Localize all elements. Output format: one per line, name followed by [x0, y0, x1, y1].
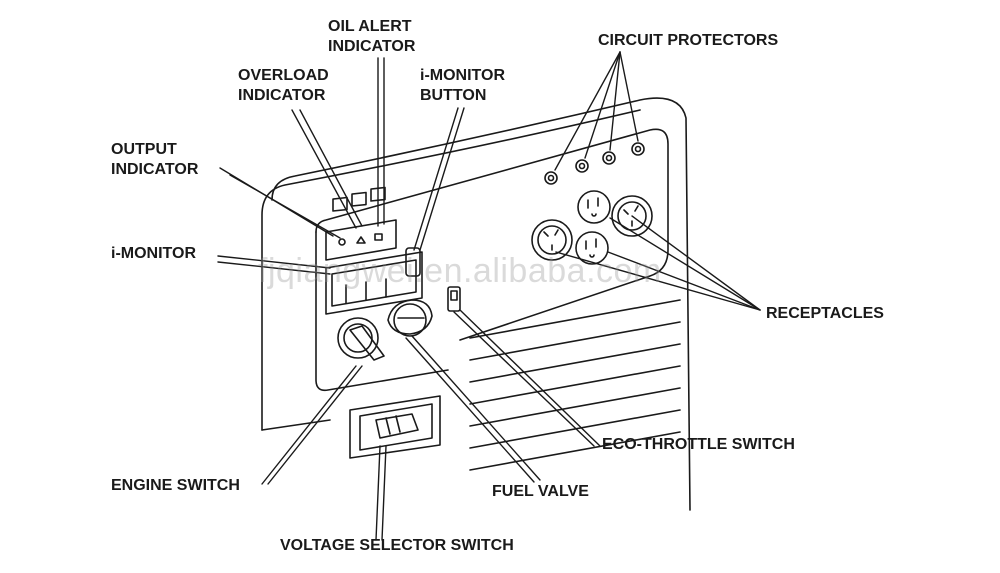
- leader-receptacles-1: [631, 215, 761, 311]
- leader-fuel-valve-2: [405, 337, 535, 483]
- engine-switch-label: ENGINE SWITCH: [111, 477, 240, 494]
- receptacle-twist-lock-right[interactable]: [611, 195, 653, 237]
- leader-voltage-selector-2: [375, 445, 381, 541]
- louver-vents: [469, 299, 681, 471]
- leader-receptacles-4: [555, 251, 761, 311]
- output-indicator-label-line2: INDICATOR: [111, 161, 199, 178]
- circuit-protector[interactable]: [631, 142, 645, 156]
- overload-indicator-label-line1: OVERLOAD: [238, 67, 329, 84]
- leader-circuit-protectors-2: [584, 51, 621, 159]
- leader-circuit-protectors-4: [619, 51, 639, 142]
- circuit-protector[interactable]: [602, 151, 616, 165]
- imonitor-label: i-MONITOR: [111, 245, 197, 262]
- leader-overload-indicator-2: [299, 109, 363, 227]
- leader-engine-switch-2: [261, 365, 357, 485]
- receptacles-label: RECEPTACLES: [766, 305, 884, 322]
- circuit-protector[interactable]: [544, 171, 558, 185]
- leader-overload-indicator: [291, 109, 357, 229]
- output-indicator-lamp: [374, 233, 383, 241]
- leader-engine-switch: [267, 365, 363, 485]
- imonitor-button[interactable]: [405, 247, 421, 277]
- leader-eco-throttle-2: [453, 311, 595, 447]
- eco-throttle-switch[interactable]: [447, 286, 461, 312]
- oil-alert-indicator-label-line1: OIL ALERT: [328, 18, 412, 35]
- voltage-selector-switch-label: VOLTAGE SELECTOR SWITCH: [280, 537, 514, 554]
- receptacle-duplex-top[interactable]: [577, 190, 611, 224]
- leader-output-indicator-2: [229, 174, 341, 239]
- eco-throttle-switch-label: ECO-THROTTLE SWITCH: [602, 436, 795, 453]
- leader-circuit-protectors-3: [609, 51, 621, 151]
- overload-indicator-lamp: [338, 238, 346, 246]
- leader-imonitor-button-2: [419, 107, 465, 251]
- circuit-protectors-label: CIRCUIT PROTECTORS: [598, 32, 779, 49]
- fuel-valve-label: FUEL VALVE: [492, 483, 589, 500]
- watermark-text: fjqiangwei.en.alibaba.com: [258, 252, 662, 290]
- overload-indicator-label-line2: INDICATOR: [238, 87, 326, 104]
- oil-alert-indicator-lamp: [356, 236, 366, 244]
- leader-imonitor: [217, 255, 331, 269]
- imonitor-display: [325, 251, 423, 315]
- imonitor-button-label-line2: BUTTON: [420, 87, 487, 104]
- circuit-protector[interactable]: [575, 159, 589, 173]
- receptacle-duplex-bottom[interactable]: [575, 231, 609, 265]
- leader-imonitor-2: [217, 261, 331, 275]
- voltage-selector-switch[interactable]: [349, 395, 441, 459]
- leader-receptacles-2: [609, 217, 761, 311]
- leader-receptacles-3: [607, 251, 761, 311]
- fuel-valve-knob[interactable]: [387, 299, 433, 337]
- leader-lines: [217, 51, 761, 541]
- output-indicator-label-line1: OUTPUT: [111, 141, 177, 158]
- receptacle-twist-lock-left[interactable]: [531, 219, 573, 261]
- oil-alert-indicator-label-line2: INDICATOR: [328, 38, 416, 55]
- leader-circuit-protectors-1: [554, 51, 621, 171]
- engine-switch-knob[interactable]: [337, 317, 385, 361]
- control-panel-plate: [315, 128, 669, 392]
- imonitor-button-label-line1: i-MONITOR: [420, 67, 506, 84]
- generator-housing: [261, 97, 691, 511]
- leader-eco-throttle: [459, 309, 601, 447]
- leader-voltage-selector: [381, 445, 387, 541]
- leader-fuel-valve: [411, 335, 541, 481]
- leader-imonitor-button: [413, 107, 459, 251]
